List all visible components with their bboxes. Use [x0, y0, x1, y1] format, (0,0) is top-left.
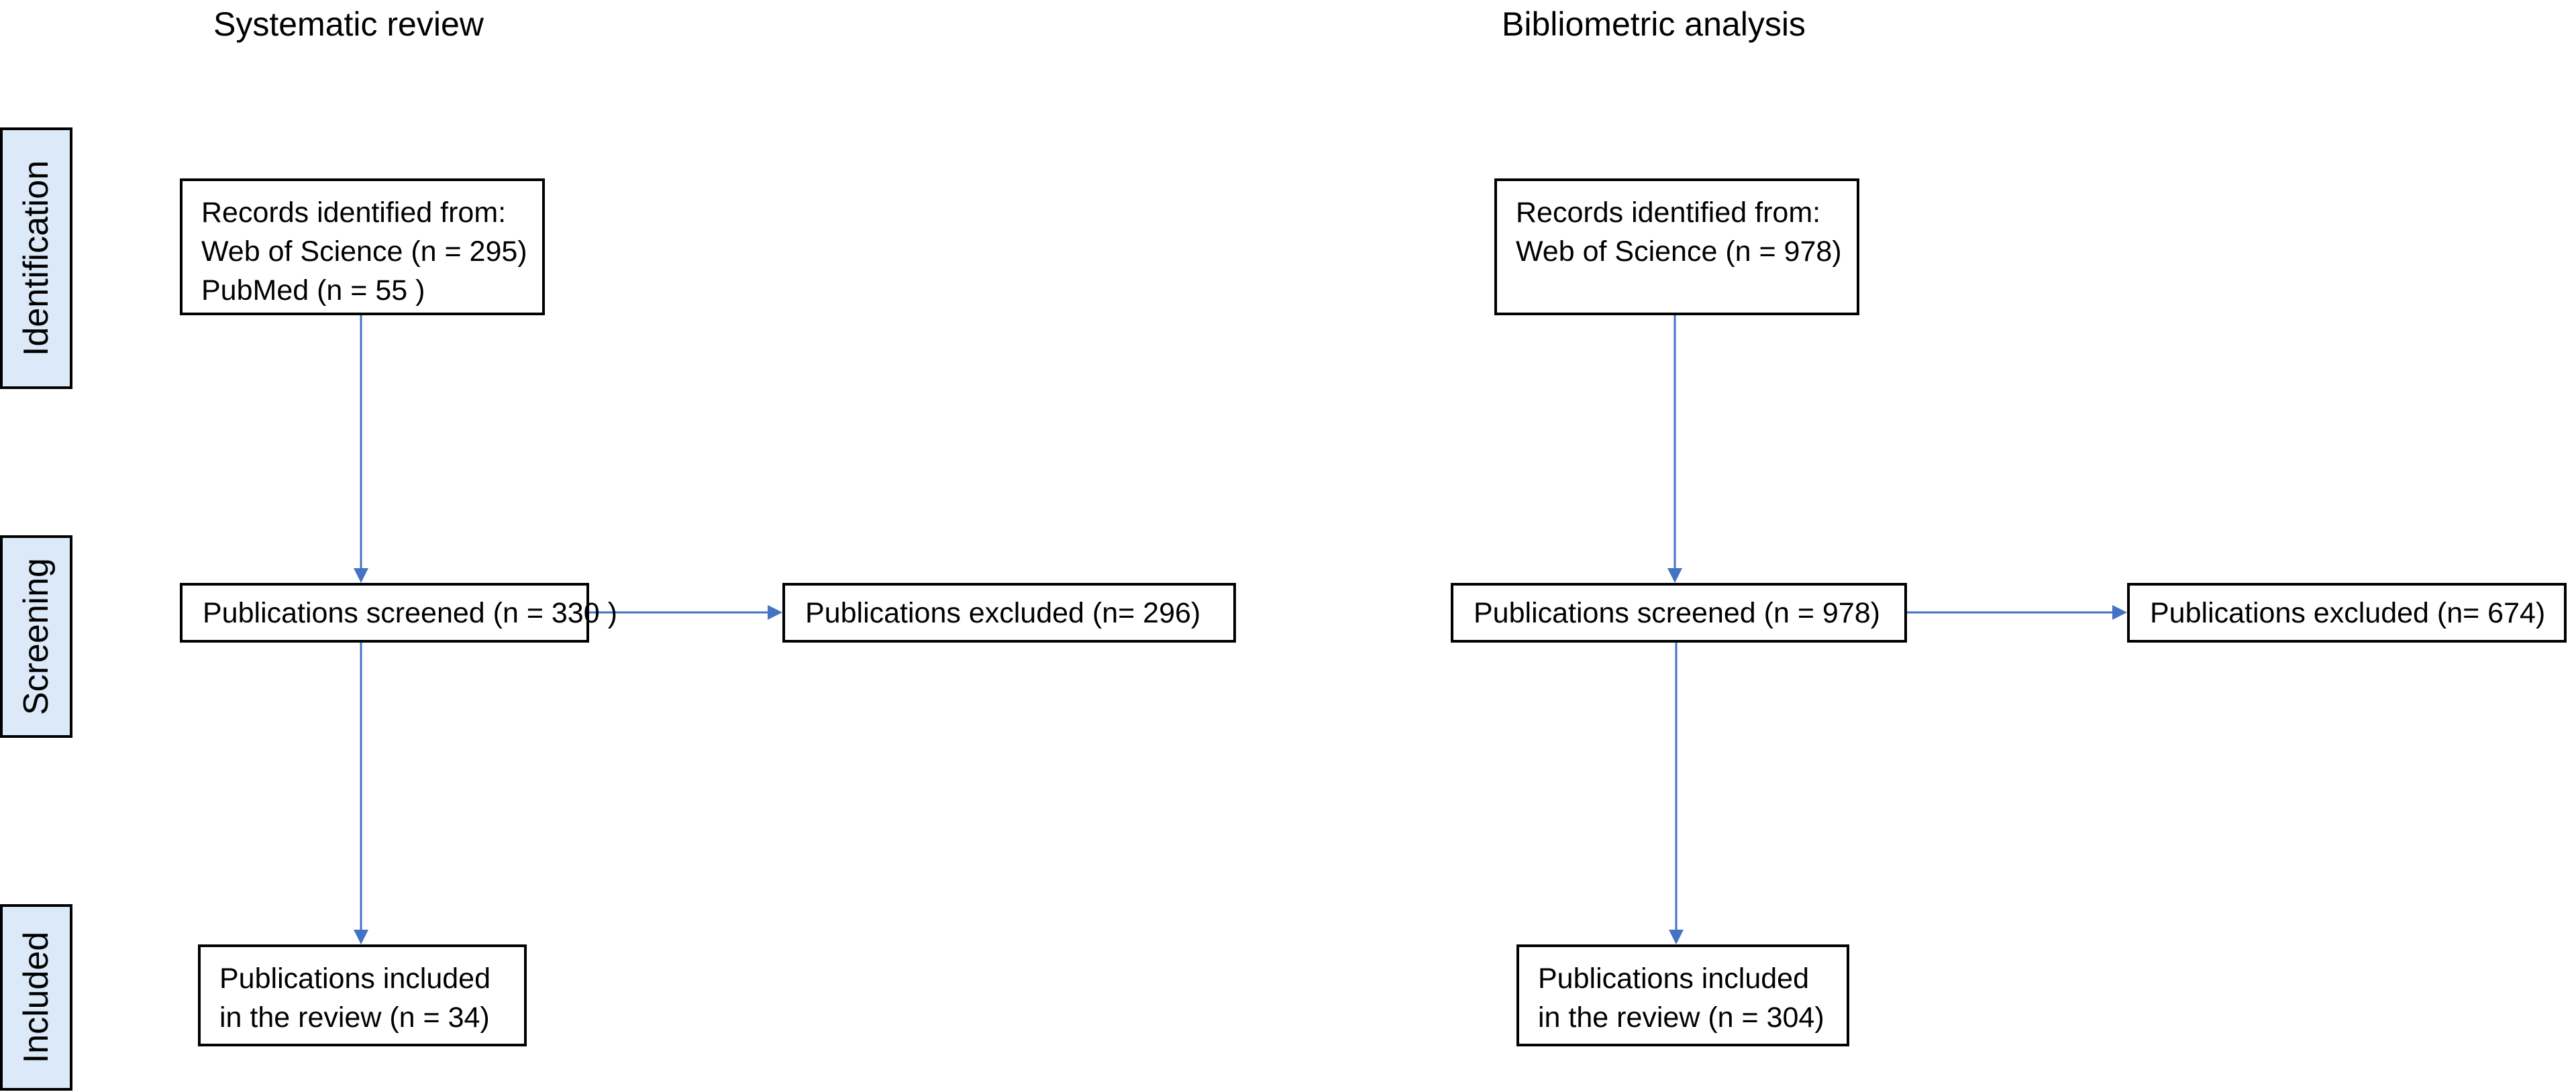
bibliometric-records-line-1: Records identified from:: [1516, 197, 1821, 229]
bibliometric-excluded-text: Publications excluded (n= 674): [2150, 596, 2546, 629]
systematic-records-line-3: PubMed (n = 55 ): [201, 274, 425, 307]
arrow-bibliometric-records-to-screened: [1667, 315, 1682, 583]
bibliometric-included-line-2: in the review (n = 304): [1538, 1001, 1824, 1034]
arrow-systematic-screened-to-included: [354, 643, 368, 944]
systematic-included-line-1: Publications included: [219, 963, 491, 995]
bibliometric-records-line-2: Web of Science (n = 978): [1516, 235, 1842, 268]
bibliometric-included-line-1: Publications included: [1538, 963, 1809, 995]
systematic-records-line-2: Web of Science (n = 295): [201, 235, 527, 268]
systematic-screened-text: Publications screened (n = 330 ): [203, 596, 617, 629]
systematic-screened-box: Publications screened (n = 330 ): [180, 583, 617, 643]
bibliometric-included-box: Publications included in the review (n =…: [1516, 944, 1849, 1046]
systematic-excluded-box: Publications excluded (n= 296): [782, 583, 1236, 643]
systematic-review-heading: Systematic review: [213, 5, 484, 43]
systematic-excluded-text: Publications excluded (n= 296): [805, 596, 1201, 629]
arrow-systematic-screened-to-excluded: [589, 605, 782, 620]
systematic-included-line-2: in the review (n = 34): [219, 1001, 490, 1034]
bibliometric-records-box: Records identified from: Web of Science …: [1494, 178, 1859, 315]
bibliometric-screened-box: Publications screened (n = 978): [1451, 583, 1907, 643]
systematic-included-box: Publications included in the review (n =…: [198, 944, 527, 1046]
arrow-bibliometric-screened-to-included: [1669, 643, 1684, 944]
stage-screening: Screening: [0, 535, 72, 738]
bibliometric-excluded-box: Publications excluded (n= 674): [2127, 583, 2567, 643]
stage-identification: Identification: [0, 127, 72, 389]
systematic-records-line-1: Records identified from:: [201, 197, 507, 229]
systematic-records-box: Records identified from: Web of Science …: [180, 178, 545, 315]
stage-included: Included: [0, 904, 72, 1091]
bibliometric-screened-text: Publications screened (n = 978): [1474, 596, 1880, 629]
arrow-bibliometric-screened-to-excluded: [1907, 605, 2127, 620]
arrow-systematic-records-to-screened: [354, 315, 368, 583]
bibliometric-analysis-heading: Bibliometric analysis: [1502, 5, 1806, 43]
